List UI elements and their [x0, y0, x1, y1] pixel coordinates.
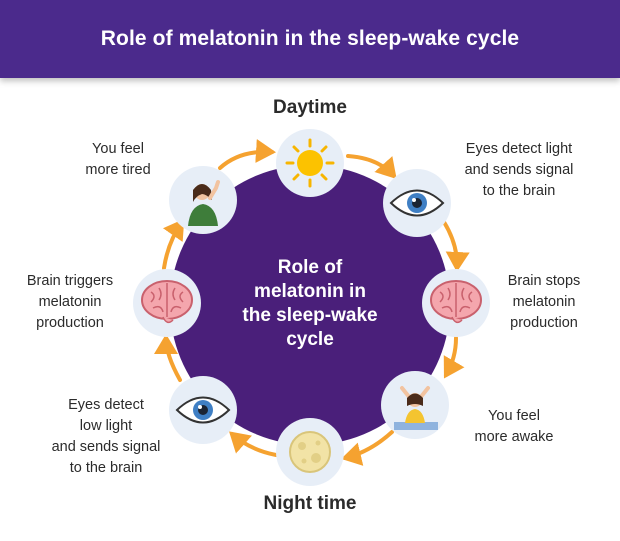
stretching-woman-icon [394, 386, 438, 430]
tired-woman-icon [188, 180, 220, 226]
awake-node [381, 371, 449, 439]
brain-triggers-node [133, 269, 201, 337]
page-title: Role of melatonin in the sleep-wake cycl… [100, 27, 520, 50]
cycle-arrows [154, 139, 470, 466]
arrow-awake-to-moon [341, 430, 394, 466]
eye-day-node [383, 169, 451, 237]
eye-icon [175, 396, 231, 424]
sun-icon [285, 138, 335, 188]
tired-node [169, 166, 237, 234]
arrow-brain-to-awake [443, 336, 465, 379]
label-eyes-detect-low-light: Eyes detect low light and sends signal t… [51, 397, 161, 476]
brain-stops-node [422, 269, 490, 337]
arrow-eye-to-brain [442, 220, 470, 272]
label-brain-stops: Brain stops melatonin production [507, 273, 581, 331]
eye-night-node [169, 376, 237, 444]
brain-icon [430, 280, 482, 324]
label-eyes-detect-light: Eyes detect light and sends signal to th… [464, 141, 574, 199]
center-title: Role of melatonin in the sleep-wake cycl… [242, 257, 378, 350]
phase-nighttime: Night time [263, 493, 357, 514]
brain-icon [141, 280, 193, 324]
arrow-eye-to-brain-night [154, 334, 182, 382]
label-feel-tired: You feel more tired [85, 141, 151, 178]
label-brain-triggers: Brain triggers melatonin production [26, 273, 114, 331]
phase-daytime: Daytime [273, 97, 347, 118]
eye-icon [389, 189, 445, 217]
arrow-brain-to-tired [162, 218, 185, 270]
moon-icon [289, 431, 331, 473]
label-feel-awake: You feel more awake [474, 408, 554, 445]
moon-node [276, 418, 344, 486]
sun-node [276, 129, 344, 197]
header-banner: Role of melatonin in the sleep-wake cycl… [0, 0, 620, 78]
center-circle [170, 165, 450, 445]
arrow-moon-to-eye [229, 431, 278, 457]
arrow-tired-to-sun [218, 139, 276, 170]
arrow-sun-to-eye [346, 154, 397, 179]
